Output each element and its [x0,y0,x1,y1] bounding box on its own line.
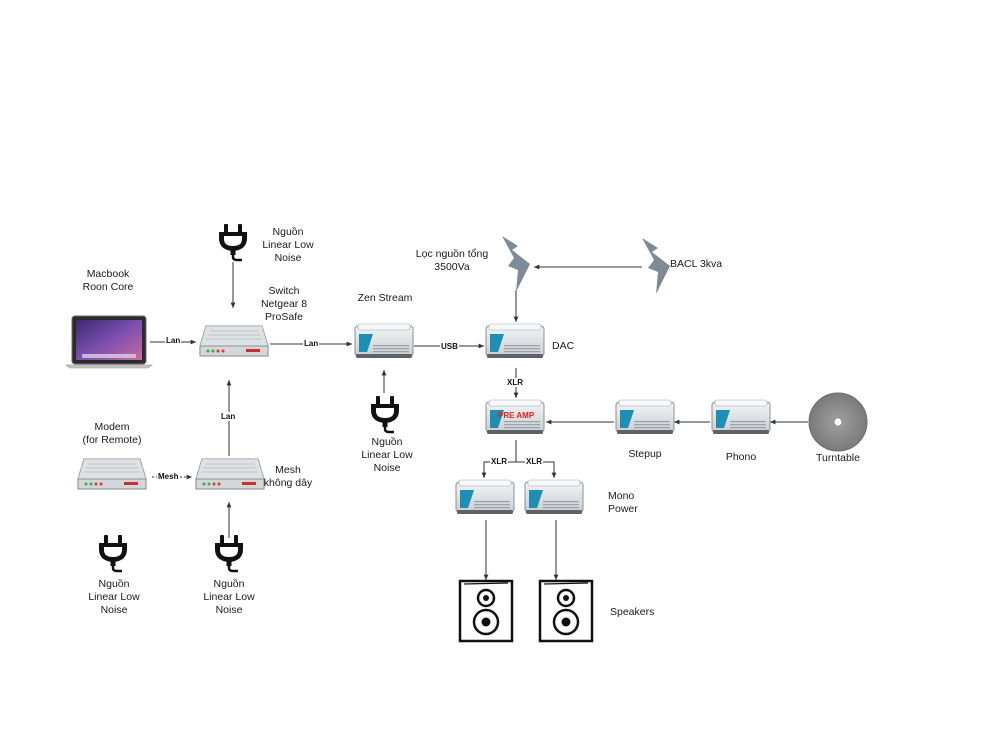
edge-label-dac-preamp: XLR [506,378,524,387]
rack-device-icon [455,479,515,515]
router-icon [77,458,147,490]
macbook-label: Macbook Roon Core [82,268,134,293]
power-plug-icon [217,222,249,262]
psu-zen-label: Nguồn Linear Low Noise [361,436,413,474]
mono-power-label: Mono Power [608,490,638,515]
rack-device-icon [524,479,584,515]
router-icon [199,325,269,357]
lightning-bolt-icon [502,236,530,292]
power-plug-icon [213,533,245,573]
psu-mesh-label: Nguồn Linear Low Noise [203,578,255,616]
turntable-label: Turntable [816,452,860,464]
edge-label-modem-mesh: Mesh [157,472,180,481]
modem-label: Modem (for Remote) [82,421,142,446]
edge-label-preamp-mono-left: XLR [490,457,508,466]
bacl-label: BACL 3kva [670,258,723,270]
psu-modem-label: Nguồn Linear Low Noise [88,578,140,616]
rack-device-icon [485,323,545,359]
rack-device-icon [711,399,771,435]
power-plug-icon [97,533,129,573]
vinyl-disc-icon [808,392,868,452]
stepup-label: Stepup [628,448,662,460]
edge-label-mesh-switch: Lan [220,412,237,421]
phono-label: Phono [725,451,757,463]
edge-label-preamp-mono-right: XLR [525,457,543,466]
mesh-label: Mesh không dây [263,464,313,489]
edge-label-zen-dac: USB [440,342,459,351]
power-filter-label: Lọc nguồn tổng 3500Va [415,248,489,273]
edge-label-macbook-switch: Lan [165,336,182,345]
edge-label-switch-zen: Lan [303,339,320,348]
dac-label: DAC [552,340,575,352]
laptop-icon [65,315,153,369]
speakers-label: Speakers [610,606,655,618]
rack-device-icon [354,323,414,359]
psu-switch-label: Nguồn Linear Low Noise [262,226,314,264]
speaker-icon [538,579,594,643]
power-plug-icon [369,394,401,434]
rack-device-icon [615,399,675,435]
speaker-icon [458,579,514,643]
switch-label: Switch Netgear 8 ProSafe [260,285,308,323]
zen-stream-label: Zen Stream [357,292,413,304]
lightning-bolt-icon [642,238,670,294]
preamp-label: PRE AMP [498,411,535,420]
